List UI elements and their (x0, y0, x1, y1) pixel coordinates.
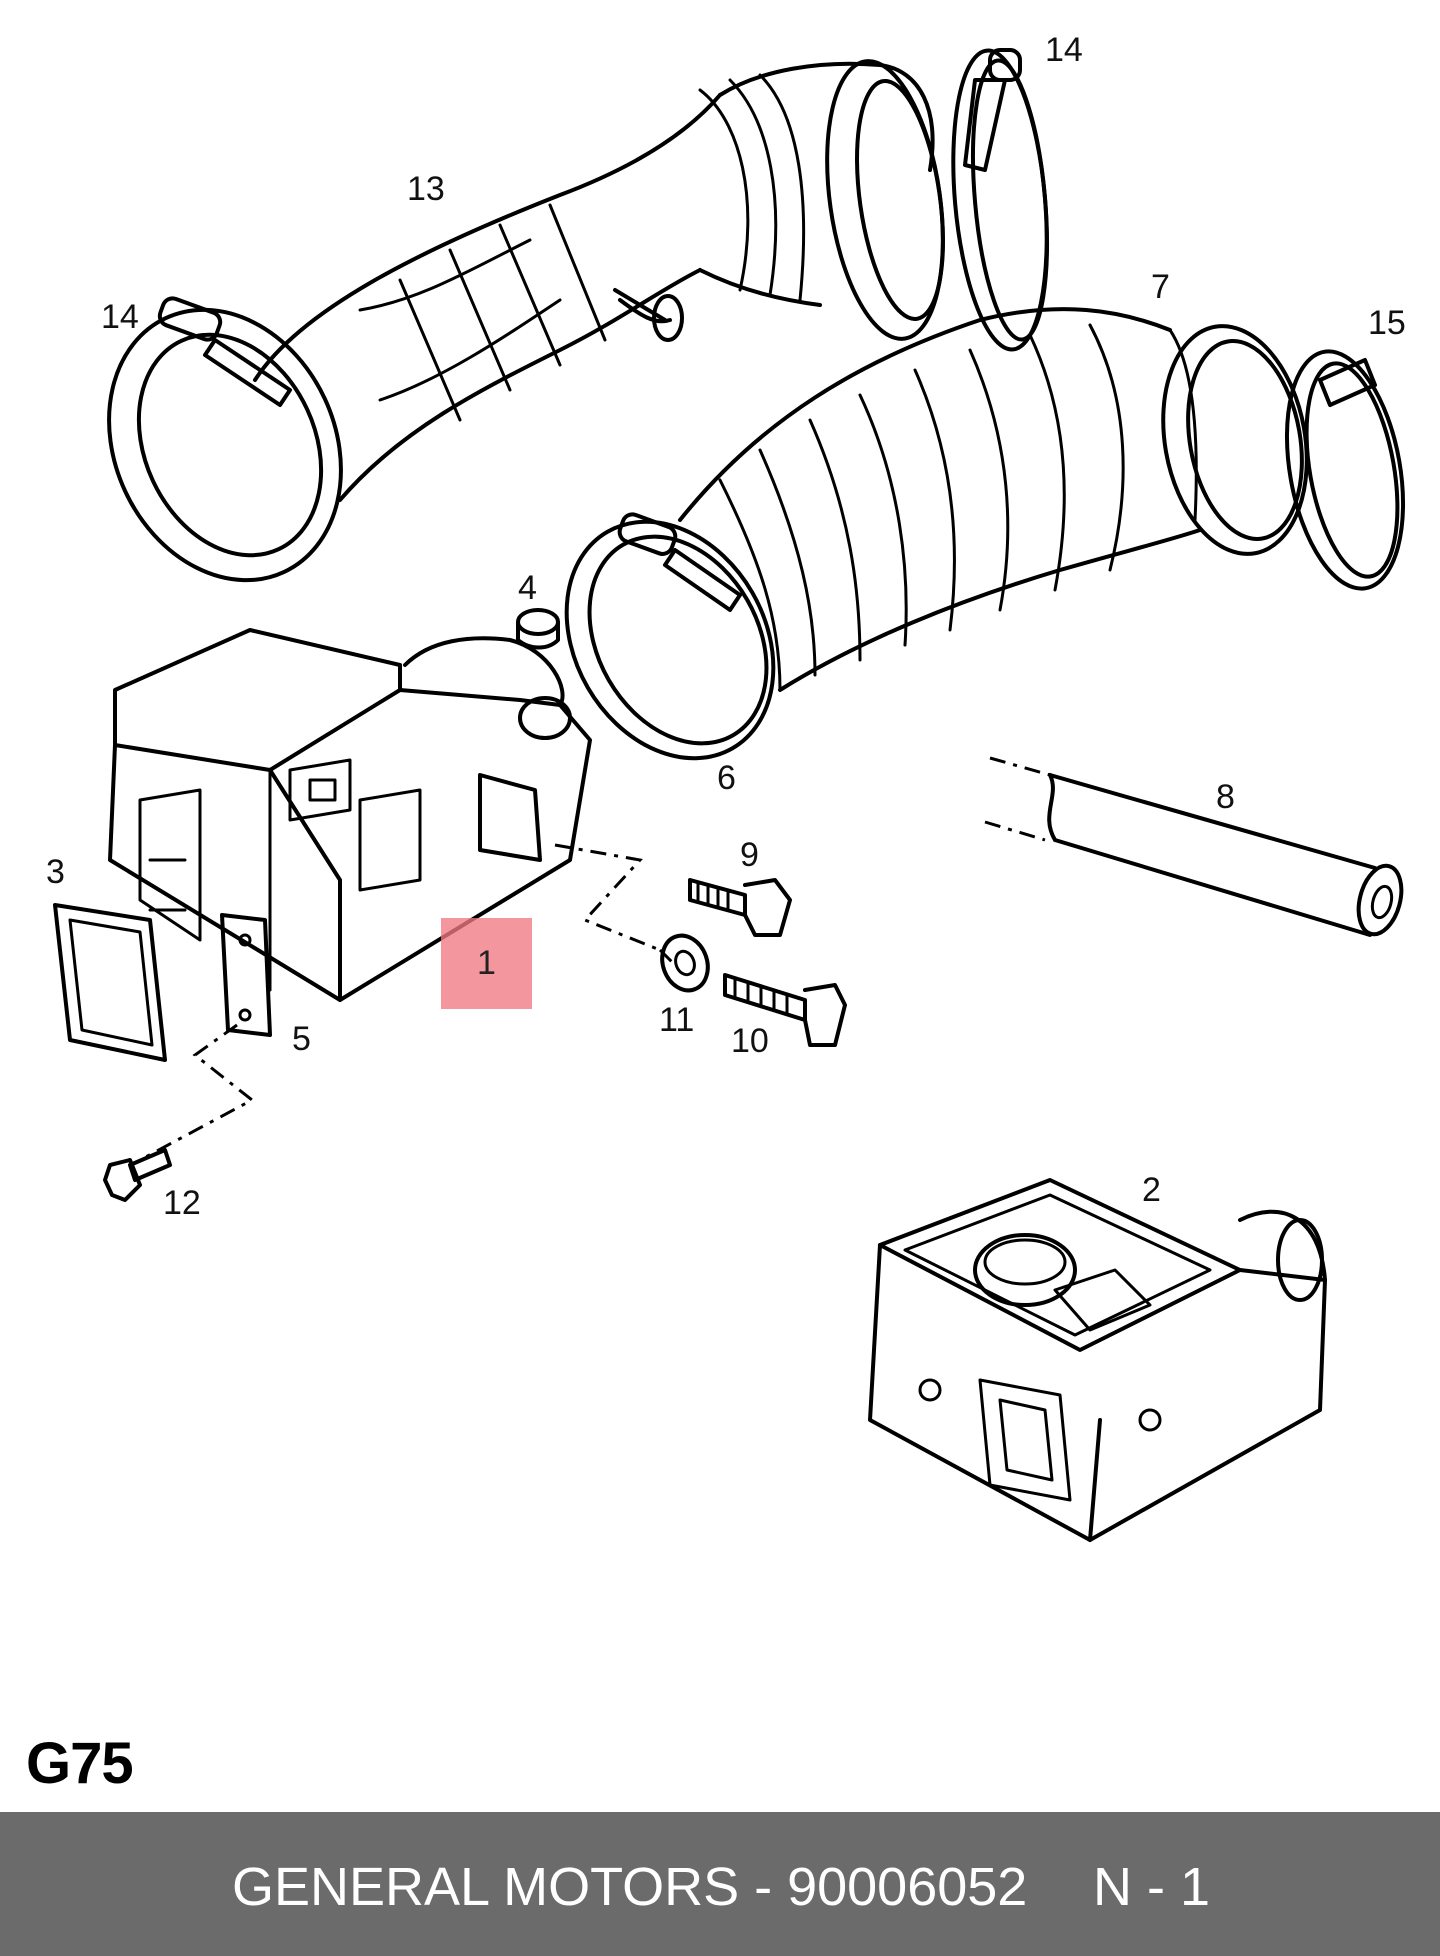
bellows-hose-7 (678, 307, 1309, 692)
plug-4 (516, 608, 560, 650)
air-flow-meter-1 (108, 628, 592, 1002)
hose-clamp-14-left (107, 296, 343, 583)
callout-7: 7 (1151, 268, 1170, 306)
callout-13: 13 (407, 170, 445, 208)
callout-6: 6 (717, 759, 736, 797)
footer-brand-part: GENERAL MOTORS - 90006052 (232, 1857, 1028, 1917)
callout-14-right: 14 (1045, 31, 1083, 69)
callout-9: 9 (740, 836, 759, 874)
callout-14-left: 14 (101, 298, 139, 336)
washer-11 (660, 933, 710, 993)
leader-9 (554, 843, 661, 952)
gasket-3 (53, 903, 167, 1062)
bolt-9 (688, 878, 792, 937)
intake-hose-13 (253, 59, 945, 502)
footer-bar: GENERAL MOTORS - 90006052 N - 1 (0, 1812, 1440, 1956)
hose-clamp-15 (1284, 349, 1406, 591)
bolt-10 (723, 973, 847, 1047)
hose-clamp-14-right (951, 48, 1049, 352)
callout-2: 2 (1142, 1171, 1161, 1209)
callout-15: 15 (1368, 304, 1406, 342)
callout-1: 1 (477, 944, 496, 982)
highlighted-part-1[interactable]: 1 (441, 918, 532, 1009)
parts-diagram (53, 48, 1406, 1542)
callout-8: 8 (1216, 778, 1235, 816)
callout-3: 3 (46, 853, 65, 891)
bolt-12 (103, 1148, 172, 1202)
housing-2 (868, 1178, 1327, 1542)
callout-10: 10 (731, 1022, 769, 1060)
callout-4: 4 (518, 569, 537, 607)
footer-quantity: N - 1 (1093, 1857, 1211, 1917)
callout-12: 12 (163, 1184, 201, 1222)
bracket-5 (220, 913, 272, 1037)
callout-5: 5 (292, 1020, 311, 1058)
callout-11: 11 (659, 1001, 695, 1039)
diagram-code: G75 (26, 1731, 134, 1796)
tube-8 (984, 756, 1404, 937)
hose-clamp-6 (564, 512, 776, 761)
leader-12 (139, 1023, 255, 1162)
